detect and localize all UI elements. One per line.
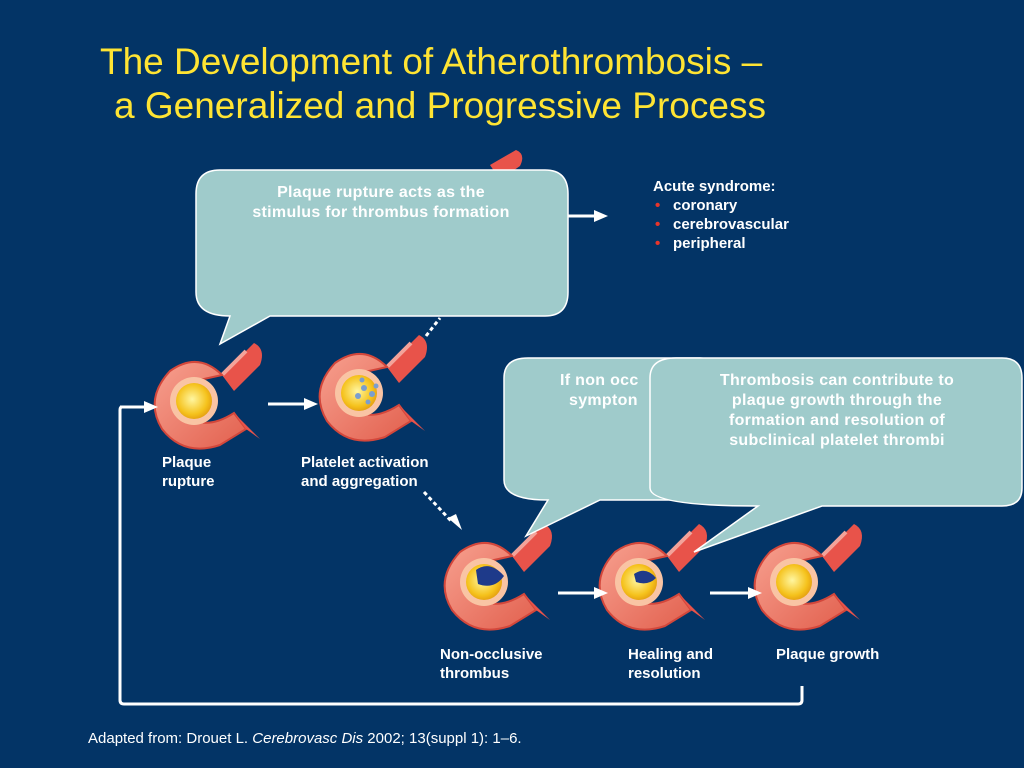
- title-line-1: The Development of Atherothrombosis –: [100, 41, 763, 82]
- platelet-dots: [355, 377, 379, 405]
- healing-mark: [634, 570, 656, 584]
- label-non-occlusive-thrombus: Non-occlusive thrombus: [440, 646, 543, 682]
- callout-rupture: [195, 169, 569, 346]
- label-plaque-growth: Plaque growth: [776, 646, 880, 663]
- acute-syndrome-item: •cerebrovascular: [655, 216, 789, 233]
- feedback-loop-line: [118, 405, 804, 706]
- label-platelet-activation: Platelet activation and aggregation: [301, 454, 429, 490]
- vessel-plaque-rupture: [152, 341, 264, 451]
- callout-thrombosis-text: Thrombosis can contribute to plaque grow…: [719, 372, 955, 449]
- acute-syndrome-heading: Acute syndrome:: [653, 178, 776, 195]
- callout-rupture-text: Plaque rupture acts as the stimulus for …: [252, 184, 510, 221]
- acute-syndrome-list: Acute syndrome: •coronary •cerebrovascul…: [653, 177, 789, 253]
- slide-title: The Development of Atherothrombosis – a …: [100, 40, 980, 128]
- bullet-icon: •: [655, 197, 661, 214]
- citation: Adapted from: Drouet L. Cerebrovasc Dis …: [88, 730, 522, 747]
- acute-syndrome-item: •coronary: [655, 197, 738, 214]
- vessel-plaque-growth: [752, 522, 864, 632]
- acute-syndrome-item: •peripheral: [655, 235, 746, 252]
- label-healing-resolution: Healing and resolution: [628, 646, 714, 682]
- label-plaque-rupture: Plaque rupture: [162, 454, 215, 490]
- thrombus-mark: [476, 566, 504, 586]
- vessel-platelet-activation: [317, 333, 429, 443]
- callout-thrombosis: [649, 357, 1023, 553]
- title-line-2: a Generalized and Progressive Process: [114, 85, 766, 126]
- journal-name: Cerebrovasc Dis: [252, 730, 364, 747]
- bullet-icon: •: [655, 216, 661, 233]
- bullet-icon: •: [655, 235, 661, 252]
- callout-non-occlusive-text: If non occ sympton: [560, 372, 639, 409]
